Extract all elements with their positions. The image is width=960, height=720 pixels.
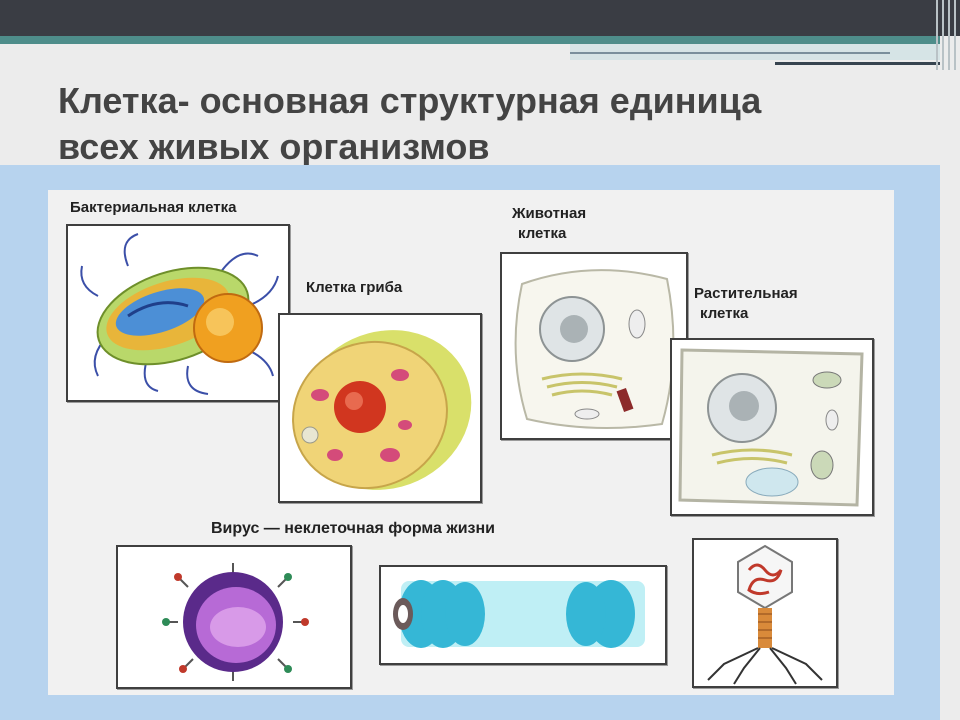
label-animal-line1: Животная [512,205,587,222]
label-plant-cell: Растительная клетка [694,284,798,324]
fungus-cell-image [278,313,482,503]
teal-accent-line [0,36,940,44]
top-bar [0,0,960,36]
decor-stripe-dark [775,62,940,65]
vertical-stripes [932,0,960,70]
plant-cell-image [670,338,874,516]
label-animal-cell: Животная клетка [512,204,586,244]
virus-spherical-image [116,545,352,689]
bacteriophage-image [692,538,838,688]
label-animal-line2: клетка [518,225,567,242]
virus-rod-image [379,565,667,665]
decor-stripe-thin [570,52,890,54]
label-bacterial-cell: Бактериальная клетка [70,199,237,216]
bacterial-cell-image [66,224,290,402]
label-plant-line1: Растительная [694,285,798,302]
slide-title: Клетка- основная структурная единица все… [58,78,918,170]
label-fungus-cell: Клетка гриба [306,279,403,296]
label-virus: Вирус — неклеточная форма жизни [211,520,496,537]
animal-cell-image [500,252,688,440]
label-plant-line2: клетка [700,305,749,322]
slide-title-line1: Клетка- основная структурная единица [58,80,762,121]
slide-title-line2: всех живых организмов [58,126,490,167]
